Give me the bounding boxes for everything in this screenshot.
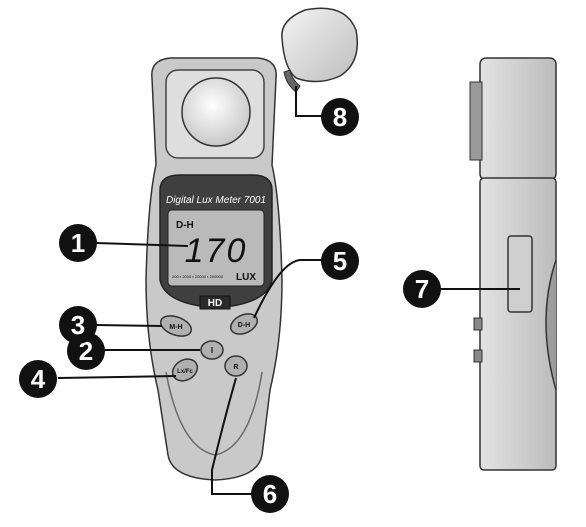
r-button-label: R <box>233 364 238 371</box>
side-notch-2 <box>473 349 483 363</box>
side-jack[interactable] <box>507 235 533 313</box>
callout-7: 7 <box>403 270 441 308</box>
sensor-cap <box>281 7 358 93</box>
brand-label: Digital Lux Meter 7001 <box>166 195 266 206</box>
svg-text:1: 1 <box>71 228 85 258</box>
svg-text:4: 4 <box>31 364 46 394</box>
logo-badge <box>199 295 231 310</box>
side-tab <box>469 81 483 161</box>
callout-6: 6 <box>251 475 289 513</box>
lxfc-button-label: Lx/Fc <box>177 369 193 375</box>
front-view: Digital Lux Meter 7001 D-H 170 200 ▪ 200… <box>145 7 358 481</box>
svg-text:5: 5 <box>333 246 347 276</box>
leader-lines <box>57 86 520 495</box>
power-button[interactable]: I <box>200 340 224 360</box>
svg-text:8: 8 <box>333 102 347 132</box>
callout-8: 8 <box>321 98 359 136</box>
dh-button[interactable]: D-H <box>228 310 261 338</box>
svg-text:6: 6 <box>263 479 277 509</box>
callout-5: 5 <box>321 242 359 280</box>
side-view <box>469 57 557 471</box>
lcd-scale: 200 ▪ 2000 ▪ 20000 ▪ 200000 <box>172 274 224 279</box>
r-button[interactable]: R <box>224 355 248 377</box>
callout-4: 4 <box>19 360 57 398</box>
lcd-screen <box>167 209 265 287</box>
callout-3: 3 <box>59 306 97 344</box>
side-body-upper <box>479 57 557 181</box>
sensor-dome <box>181 77 251 147</box>
dh-button-label: D-H <box>238 322 250 329</box>
power-button-label: I <box>211 346 213 355</box>
svg-text:3: 3 <box>71 310 85 340</box>
logo-text: HD <box>208 298 222 309</box>
svg-text:7: 7 <box>415 274 429 304</box>
callout-1: 1 <box>59 224 97 262</box>
mh-button[interactable]: M-H <box>158 312 194 340</box>
side-notch-1 <box>473 317 483 331</box>
mh-button-label: M-H <box>169 324 182 331</box>
lcd-unit: LUX <box>236 272 256 283</box>
side-curve <box>545 259 557 391</box>
lcd-reading: 170 <box>185 232 248 270</box>
side-body-lower <box>479 177 557 471</box>
svg-text:2: 2 <box>79 336 93 366</box>
lcd-mode-indicator: D-H <box>176 220 194 231</box>
